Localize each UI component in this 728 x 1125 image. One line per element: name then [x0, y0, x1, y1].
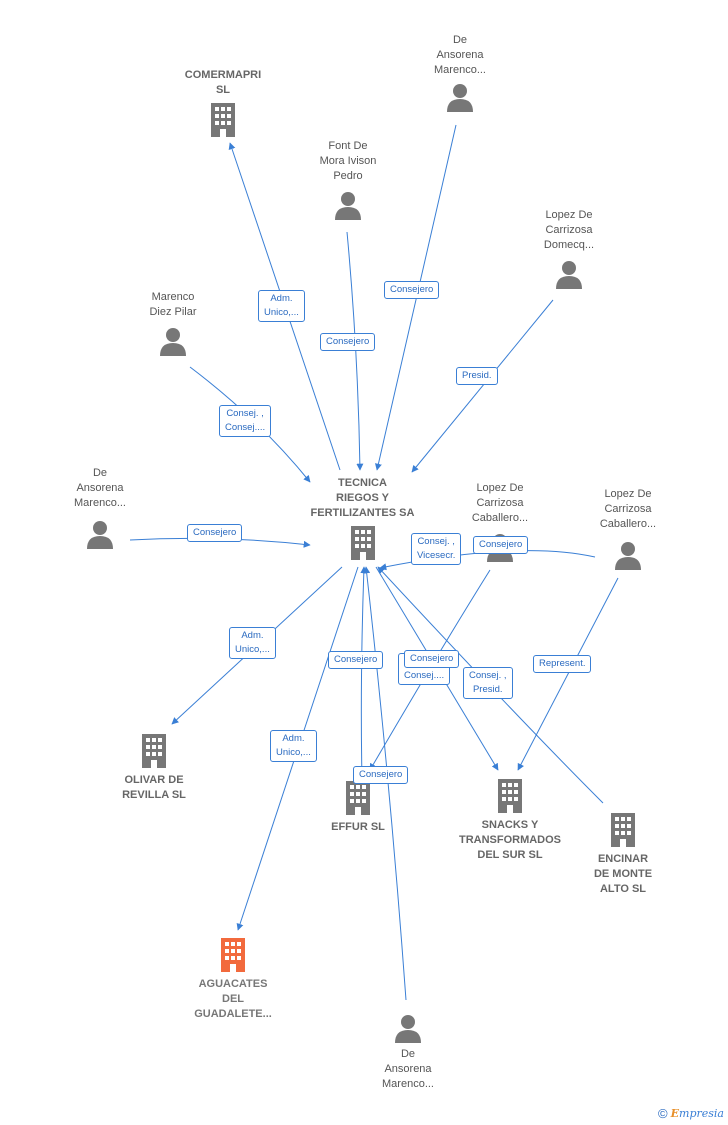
company-aguacates[interactable]: AGUACATES DEL GUADALETE...: [173, 937, 293, 1022]
building-icon: [498, 779, 522, 813]
edge-lopez-cab2-snacks: [517, 577, 619, 771]
person-label: Marenco Diez Pilar: [149, 291, 197, 318]
person-label: Lopez De Carrizosa Domecq...: [543, 209, 595, 251]
copyright-symbol: ©: [658, 1106, 668, 1121]
person-lopez-caballero-2[interactable]: Lopez De Carrizosa Caballero...: [583, 487, 673, 570]
building-icon: [350, 526, 375, 560]
brand-logo: Empresia: [670, 1107, 724, 1120]
building-icon: [611, 813, 635, 847]
building-icon: [211, 103, 235, 137]
center-company-node[interactable]: TECNICA RIEGOS Y FERTILIZANTES SA: [300, 476, 425, 561]
person-icon: [87, 521, 113, 549]
edge-label-adm-unico[interactable]: Adm. Unico,...: [258, 290, 305, 322]
person-label: Lopez De Carrizosa Caballero...: [471, 482, 529, 524]
edge-label-consej-consej[interactable]: Consej. , Consej....: [219, 405, 272, 437]
edge-label-adm-unico[interactable]: Adm. Unico,...: [229, 627, 276, 659]
person-de-ansorena-top[interactable]: De Ansorena Marenco...: [415, 33, 505, 112]
center-company-label: TECNICA RIEGOS Y FERTILIZANTES SA: [310, 477, 415, 519]
company-encinar[interactable]: ENCINAR DE MONTE ALTO SL: [578, 812, 668, 897]
edge-label-represent[interactable]: Represent.: [533, 655, 592, 673]
building-icon: [346, 781, 370, 815]
edge-label-consej-presid[interactable]: Consej. , Presid.: [463, 667, 513, 699]
edge-label-consejero[interactable]: Consejero: [384, 281, 440, 299]
person-icon: [556, 261, 582, 289]
company-comermapri[interactable]: COMERMAPRI SL: [168, 68, 278, 138]
edge-label-consejero[interactable]: Consejero: [187, 524, 243, 542]
person-icon: [395, 1015, 421, 1043]
edge-label-consejero[interactable]: Consejero: [404, 650, 460, 668]
building-icon: [221, 938, 245, 972]
company-label: OLIVAR DE REVILLA SL: [122, 774, 186, 801]
company-label: AGUACATES DEL GUADALETE...: [194, 978, 272, 1020]
company-label: ENCINAR DE MONTE ALTO SL: [593, 853, 653, 895]
person-label: De Ansorena Marenco...: [74, 467, 126, 509]
edge-encinar-center: [377, 566, 604, 804]
person-de-ansorena-left[interactable]: De Ansorena Marenco...: [55, 466, 145, 549]
edge-label-adm-unico[interactable]: Adm. Unico,...: [270, 730, 317, 762]
person-icon: [335, 192, 361, 220]
person-label: Lopez De Carrizosa Caballero...: [599, 488, 657, 530]
company-label: SNACKS Y TRANSFORMADOS DEL SUR SL: [458, 819, 562, 861]
person-marenco-diez[interactable]: Marenco Diez Pilar: [128, 290, 218, 356]
edge-effur-center: [360, 566, 368, 781]
building-icon: [142, 734, 166, 768]
edge-label-consejero[interactable]: Consejero: [353, 766, 409, 784]
person-icon: [447, 84, 473, 112]
edge-font-de-mora: [346, 231, 364, 471]
edge-lopez-domecq: [411, 299, 554, 473]
company-label: COMERMAPRI SL: [184, 69, 262, 96]
person-font-de-mora[interactable]: Font De Mora Ivison Pedro: [298, 139, 398, 220]
person-label: Font De Mora Ivison Pedro: [319, 140, 377, 182]
company-effur[interactable]: EFFUR SL: [313, 780, 403, 835]
person-label: De Ansorena Marenco...: [382, 1048, 434, 1090]
person-label: De Ansorena Marenco...: [434, 34, 486, 76]
edge-label-consejero[interactable]: Consejero: [473, 536, 529, 554]
person-de-ansorena-bottom[interactable]: De Ansorena Marenco...: [363, 1013, 453, 1092]
company-snacks[interactable]: SNACKS Y TRANSFORMADOS DEL SUR SL: [445, 778, 575, 863]
edge-label-consejero[interactable]: Consejero: [320, 333, 376, 351]
footer-brand: © Empresia: [658, 1106, 724, 1121]
person-lopez-domecq[interactable]: Lopez De Carrizosa Domecq...: [524, 208, 614, 289]
edge-label-presid[interactable]: Presid.: [456, 367, 498, 385]
person-icon: [160, 328, 186, 356]
person-icon: [615, 542, 641, 570]
edge-label-consejero[interactable]: Consejero: [328, 651, 384, 669]
company-olivar[interactable]: OLIVAR DE REVILLA SL: [104, 733, 204, 803]
company-label: EFFUR SL: [331, 821, 385, 833]
edge-label-consej-vicesecr[interactable]: Consej. , Vicesecr.: [411, 533, 462, 565]
